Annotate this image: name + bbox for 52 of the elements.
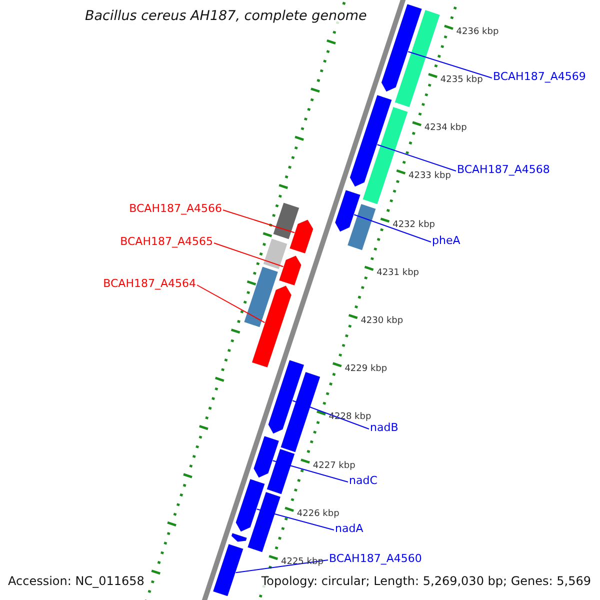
gene-segment	[234, 478, 266, 533]
leader-line	[272, 460, 348, 482]
leader-line	[256, 508, 334, 530]
gene-block	[212, 543, 244, 598]
gene-label: BCAH187_A4568	[457, 164, 550, 177]
scale-label: 4235 kbp	[440, 75, 483, 86]
gene-label: nadA	[335, 523, 364, 536]
scale-label: 4234 kbp	[424, 123, 467, 134]
gene-segment	[251, 284, 292, 368]
scale-label: 4230 kbp	[360, 316, 404, 326]
gene-segment	[349, 94, 393, 188]
gene-label: BCAH187_A4569	[493, 71, 586, 84]
gene-block	[394, 9, 441, 108]
gene-block	[362, 106, 409, 206]
gene-label: BCAH187_A4566	[129, 203, 222, 216]
scale-label: 4226 kbp	[296, 508, 340, 520]
leader-line	[235, 560, 328, 574]
leader-line	[214, 242, 284, 268]
scale-label: 4236 kbp	[456, 26, 499, 38]
gene-label: pheA	[432, 235, 460, 248]
gene-block	[346, 203, 377, 252]
gene-label: nadC	[349, 475, 378, 488]
scale-label: 4231 kbp	[376, 268, 419, 278]
gene-segment	[288, 218, 314, 254]
gene-segment	[267, 359, 305, 435]
gene-block	[262, 238, 288, 270]
leader-line	[222, 210, 295, 234]
gene-block	[280, 371, 322, 454]
gene-segment	[278, 254, 302, 286]
genome-info-text: Topology: circular; Length: 5,269,030 bp; Genes: 5,569	[261, 575, 591, 589]
accession-text: Accession: NC_011658	[8, 575, 144, 589]
leader-line	[292, 400, 370, 430]
gene-segment	[230, 532, 248, 543]
gene-label: BCAH187_A4564	[103, 278, 196, 291]
gene-block	[266, 448, 296, 496]
scale-label: 4232 kbp	[392, 220, 435, 230]
scale-label: 4229 kbp	[344, 364, 388, 375]
gene-segment	[252, 435, 280, 479]
leader-line	[376, 144, 456, 172]
leader-line	[408, 51, 492, 78]
scale-label: 4233 kbp	[408, 171, 451, 182]
gene-label: BCAH187_A4560	[329, 553, 422, 566]
leader-line	[354, 214, 432, 242]
leader-line	[196, 284, 266, 324]
gene-segment	[334, 189, 362, 233]
gene-block	[246, 491, 282, 554]
gene-label: BCAH187_A4565	[120, 236, 213, 249]
gene-segment	[380, 3, 423, 93]
gene-block	[272, 202, 300, 240]
scale-label: 4227 kbp	[312, 460, 356, 471]
gene-label: nadB	[370, 422, 398, 435]
gene-block	[243, 266, 279, 328]
